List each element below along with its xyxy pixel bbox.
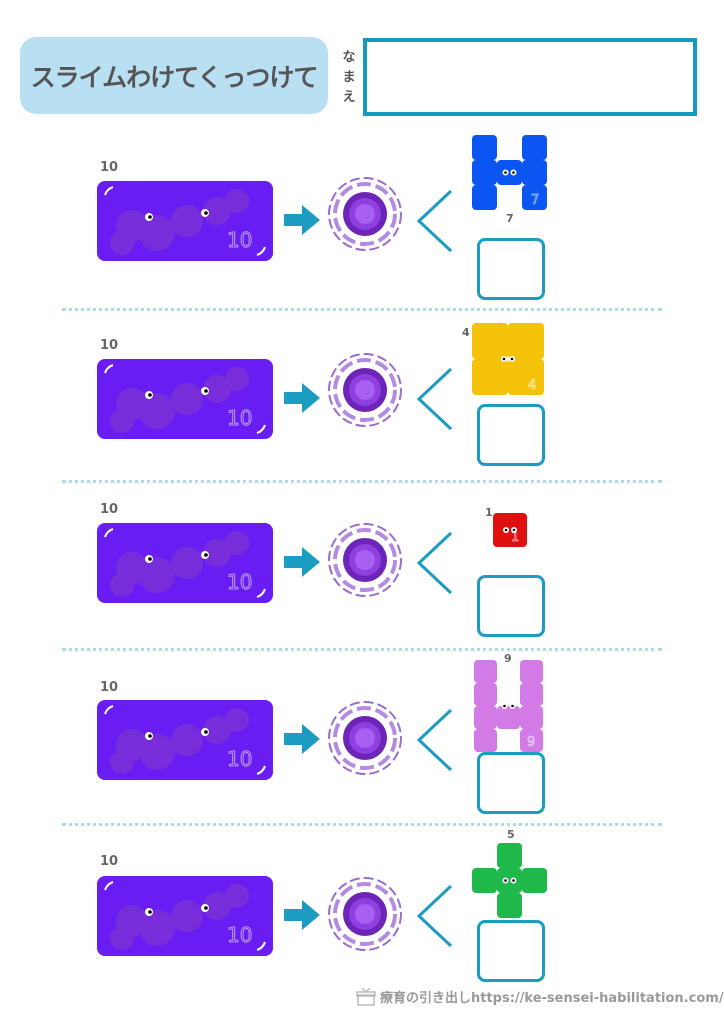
row-divider — [62, 308, 662, 311]
total-number: 10 — [100, 502, 119, 517]
footer-text: 療育の引き出しhttps://ke-sensei-habilitation.co… — [380, 991, 724, 1006]
right-arrow-icon — [284, 205, 320, 235]
part-slime: 4 — [472, 323, 544, 399]
svg-text:10: 10 — [227, 570, 252, 594]
vortex-icon — [325, 698, 405, 778]
gift-icon — [356, 987, 376, 1006]
part-slime: 9 — [474, 660, 543, 756]
answer-box[interactable] — [477, 238, 545, 300]
big-slime: 10 — [97, 523, 273, 603]
part-number: 9 — [504, 652, 512, 665]
row-divider — [62, 480, 662, 483]
vortex-icon — [325, 174, 405, 254]
svg-text:9: 9 — [527, 735, 535, 750]
page-title: スライムわけてくっつけて — [20, 37, 328, 114]
row-divider — [62, 823, 662, 826]
less-than-symbol — [415, 189, 455, 253]
svg-text:1: 1 — [511, 530, 519, 545]
big-slime: 10 — [97, 181, 273, 261]
row-divider — [62, 648, 662, 651]
svg-text:10: 10 — [227, 747, 252, 771]
answer-box[interactable] — [477, 920, 545, 982]
right-arrow-icon — [284, 900, 320, 930]
less-than-symbol — [415, 367, 455, 431]
big-slime: 10 — [97, 876, 273, 956]
svg-text:4: 4 — [528, 378, 536, 393]
vortex-icon — [325, 350, 405, 430]
answer-box[interactable] — [477, 575, 545, 637]
answer-box[interactable] — [477, 752, 545, 814]
name-label: なまえ — [342, 50, 356, 105]
vortex-icon — [325, 874, 405, 954]
total-number: 10 — [100, 854, 119, 869]
part-number: 1 — [485, 506, 493, 519]
vortex-icon — [325, 520, 405, 600]
footer: 療育の引き出しhttps://ke-sensei-habilitation.co… — [356, 987, 724, 1006]
name-field[interactable] — [363, 38, 697, 116]
answer-box[interactable] — [477, 404, 545, 466]
right-arrow-icon — [284, 383, 320, 413]
less-than-symbol — [415, 884, 455, 948]
svg-text:10: 10 — [227, 228, 252, 252]
less-than-symbol — [415, 708, 455, 772]
right-arrow-icon — [284, 724, 320, 754]
part-number: 4 — [462, 326, 470, 339]
total-number: 10 — [100, 680, 119, 695]
less-than-symbol — [415, 531, 455, 595]
part-slime: 1 — [493, 513, 527, 551]
svg-text:7: 7 — [531, 193, 539, 208]
part-number: 7 — [506, 212, 514, 225]
svg-text:10: 10 — [227, 406, 252, 430]
part-slime: 5 — [472, 843, 547, 922]
big-slime: 10 — [97, 700, 273, 780]
svg-text:5: 5 — [531, 901, 539, 916]
svg-text:10: 10 — [227, 923, 252, 947]
part-number: 5 — [507, 828, 515, 841]
big-slime: 10 — [97, 359, 273, 439]
right-arrow-icon — [284, 547, 320, 577]
total-number: 10 — [100, 160, 119, 175]
total-number: 10 — [100, 338, 119, 353]
part-slime: 7 — [472, 135, 547, 214]
